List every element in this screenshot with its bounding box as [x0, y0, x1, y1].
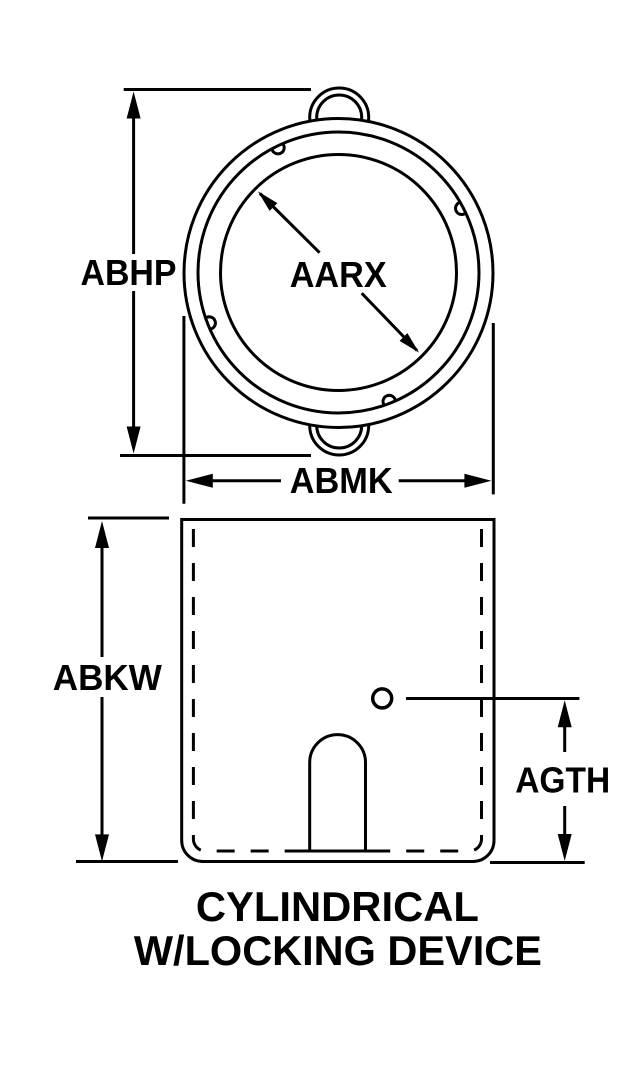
svg-text:W/LOCKING DEVICE: W/LOCKING DEVICE — [134, 927, 542, 974]
svg-text:ABKW: ABKW — [53, 657, 162, 698]
svg-text:AGTH: AGTH — [515, 760, 610, 801]
svg-text:AARX: AARX — [290, 254, 387, 295]
svg-text:CYLINDRICAL: CYLINDRICAL — [196, 883, 479, 930]
svg-text:ABMK: ABMK — [290, 460, 393, 501]
svg-text:ABHP: ABHP — [81, 252, 177, 293]
